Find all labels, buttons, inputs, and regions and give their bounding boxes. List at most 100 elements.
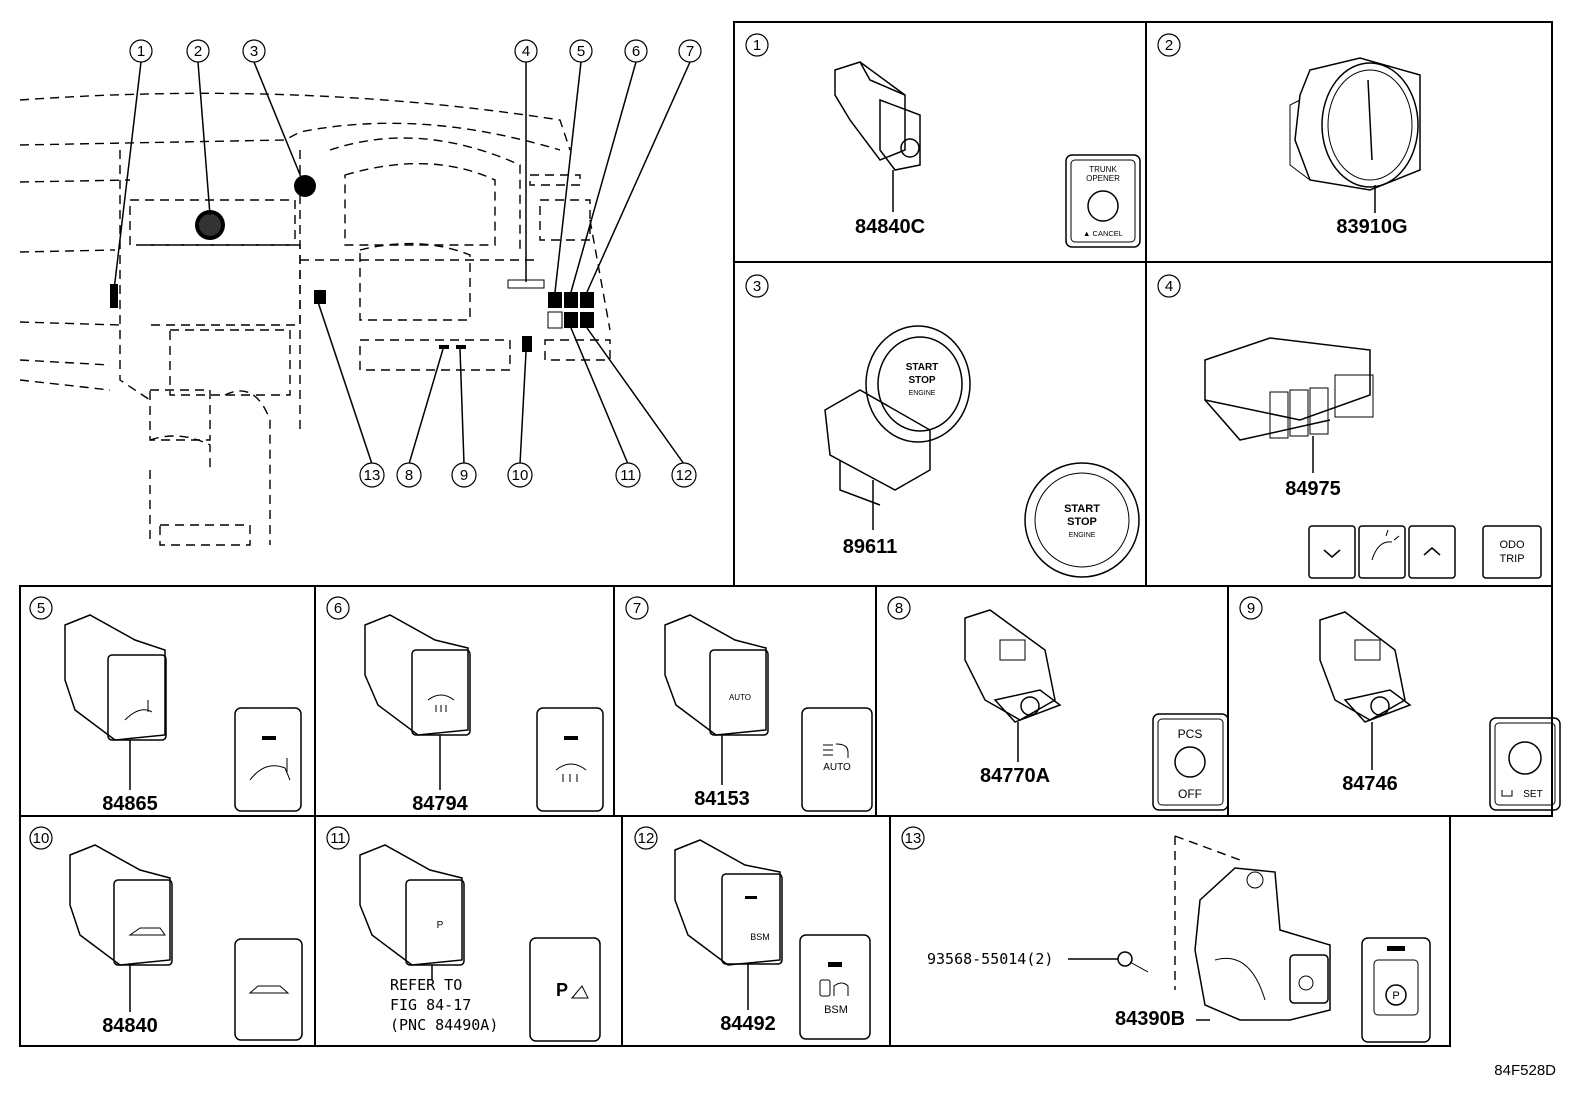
svg-text:84865: 84865 — [102, 793, 158, 815]
svg-text:ENGINE: ENGINE — [1069, 532, 1096, 539]
svg-text:13: 13 — [364, 467, 381, 484]
svg-text:P: P — [1392, 990, 1399, 1002]
parking-brake-switch — [1194, 867, 1331, 1021]
svg-text:4: 4 — [1165, 278, 1173, 295]
svg-text:9: 9 — [1247, 600, 1255, 617]
panel-5: 5 84865 — [29, 596, 302, 815]
callout-9: 9 — [451, 462, 477, 488]
callout-1: 1 — [129, 39, 153, 63]
svg-text:8: 8 — [895, 600, 903, 617]
start-stop-icon: START STOP ENGINE — [1024, 462, 1140, 578]
bsm-switch: BSM — [674, 839, 783, 966]
svg-text:84746: 84746 — [1342, 773, 1398, 795]
svg-text:STOP: STOP — [908, 375, 935, 386]
callout-5: 5 — [569, 39, 593, 63]
panel-4: 4 84975 ODO TRIP — [1157, 274, 1542, 579]
svg-text:STOP: STOP — [1067, 516, 1097, 528]
callout-6: 6 — [624, 39, 648, 63]
panel-3: 3 START STOP ENGINE 89611 START STOP ENG… — [745, 274, 1140, 578]
svg-text:2: 2 — [194, 43, 202, 60]
svg-text:84492: 84492 — [720, 1013, 776, 1035]
auto-high-beam-icon: AUTO — [801, 707, 873, 812]
svg-text:1: 1 — [137, 43, 145, 60]
svg-text:PCS: PCS — [1178, 727, 1203, 741]
up-arrow-icon — [1408, 525, 1456, 579]
parking-sensor-switch: P — [359, 844, 465, 966]
odo-trip-icon: ODO TRIP — [1482, 525, 1542, 579]
svg-text:84975: 84975 — [1285, 478, 1341, 500]
parking-brake-icon: P — [1361, 937, 1431, 1043]
svg-text:5: 5 — [37, 600, 45, 617]
callout-13: 13 — [359, 462, 385, 488]
svg-text:AUTO: AUTO — [823, 762, 851, 773]
svg-text:SET: SET — [1523, 789, 1542, 800]
panel-2: 2 83910G — [1157, 33, 1421, 238]
callout-4: 4 — [514, 39, 538, 63]
svg-text:BSM: BSM — [750, 932, 770, 942]
svg-text:(PNC 84490A): (PNC 84490A) — [390, 1016, 498, 1034]
panel-1: 1 84840C TRUNK OPENER ▲ CANCEL — [745, 33, 1141, 248]
svg-text:OPENER: OPENER — [1086, 174, 1120, 183]
svg-text:ENGINE: ENGINE — [909, 390, 936, 397]
svg-text:10: 10 — [512, 467, 529, 484]
callout-10: 10 — [507, 462, 533, 488]
svg-text:11: 11 — [330, 830, 346, 847]
bsm-icon: BSM — [799, 934, 871, 1040]
callout-11: 11 — [615, 462, 641, 488]
panel-12: 12 BSM 84492 BSM — [634, 826, 871, 1040]
svg-text:8: 8 — [405, 467, 413, 484]
svg-text:5: 5 — [577, 43, 585, 60]
callout-8: 8 — [396, 462, 422, 488]
panel-9: 9 84746 SET — [1239, 596, 1561, 811]
svg-text:ODO: ODO — [1499, 539, 1525, 551]
panel-6: 6 84794 — [326, 596, 604, 815]
svg-text:START: START — [906, 362, 939, 373]
svg-text:93568-55014(2): 93568-55014(2) — [927, 950, 1053, 968]
svg-text:89611: 89611 — [843, 536, 898, 558]
svg-text:TRUNK: TRUNK — [1089, 165, 1117, 174]
figure-id: 84F528D — [1494, 1062, 1556, 1079]
auto-high-beam-switch: AUTO — [664, 614, 769, 736]
svg-text:3: 3 — [250, 43, 258, 60]
panel-10: 10 84840 — [29, 826, 303, 1041]
trunk-opener-icon: TRUNK OPENER ▲ CANCEL — [1065, 154, 1141, 248]
distance-set-icon: SET — [1489, 717, 1561, 811]
svg-text:84153: 84153 — [694, 788, 750, 810]
trunk-lid-switch — [64, 614, 167, 741]
trunk-opener-switch — [834, 61, 921, 171]
trunk-open-switch — [69, 844, 173, 966]
callout-3: 3 — [242, 39, 266, 63]
trunk-lid-icon — [234, 707, 302, 812]
svg-text:2: 2 — [1165, 37, 1173, 54]
meter-switch-part — [1204, 337, 1374, 441]
svg-text:84840: 84840 — [102, 1015, 158, 1037]
dashboard-overview — [19, 92, 611, 546]
svg-text:7: 7 — [633, 600, 641, 617]
svg-text:AUTO: AUTO — [729, 693, 751, 702]
parking-sensor-icon: P — [529, 937, 601, 1042]
svg-text:12: 12 — [638, 830, 655, 847]
svg-text:84794: 84794 — [412, 793, 468, 815]
svg-text:OFF: OFF — [1178, 787, 1202, 801]
svg-text:84390B: 84390B — [1115, 1008, 1185, 1030]
panel-11: 11 P REFER TO FIG 84-17 (PNC 84490A) P — [326, 826, 601, 1042]
defogger-switch — [364, 614, 471, 736]
start-stop-switch: START STOP ENGINE — [824, 325, 971, 506]
brightness-icon — [1358, 525, 1406, 579]
svg-text:START: START — [1064, 503, 1100, 515]
pcs-off-switch — [964, 609, 1062, 723]
panel-frames — [19, 21, 1553, 1047]
bolt-icon — [1117, 951, 1149, 973]
svg-text:9: 9 — [460, 467, 468, 484]
svg-text:13: 13 — [905, 830, 922, 847]
svg-text:BSM: BSM — [824, 1004, 848, 1016]
pcs-off-icon: PCS OFF — [1152, 713, 1229, 811]
down-arrow-icon — [1308, 525, 1356, 579]
defogger-icon — [536, 707, 604, 812]
svg-text:REFER TO: REFER TO — [390, 976, 462, 994]
svg-text:6: 6 — [334, 600, 342, 617]
trunk-open-icon — [234, 938, 303, 1041]
panel-13: 13 93568-55014(2) 84390B P — [901, 826, 1431, 1043]
svg-text:4: 4 — [522, 43, 530, 60]
svg-text:P: P — [556, 980, 568, 1000]
